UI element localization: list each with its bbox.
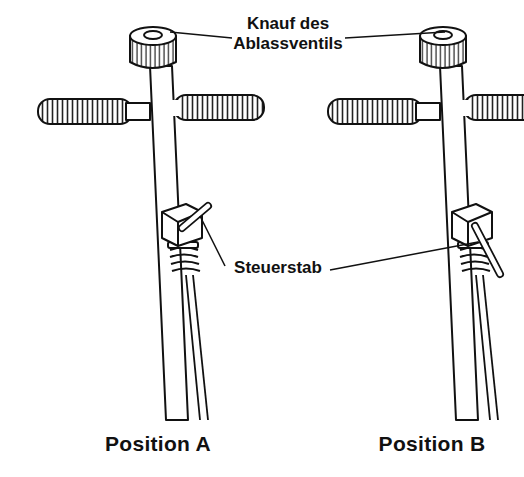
leader-lines xyxy=(170,32,478,270)
control-rod-b xyxy=(475,226,500,274)
knob-label: Knauf des Ablassventils xyxy=(223,14,353,53)
handle-b xyxy=(328,27,524,420)
position-label: Position A xyxy=(73,432,243,456)
position-label: Position B xyxy=(347,432,517,456)
handle-a xyxy=(38,27,264,420)
rod-label: Steuerstab xyxy=(223,258,333,278)
